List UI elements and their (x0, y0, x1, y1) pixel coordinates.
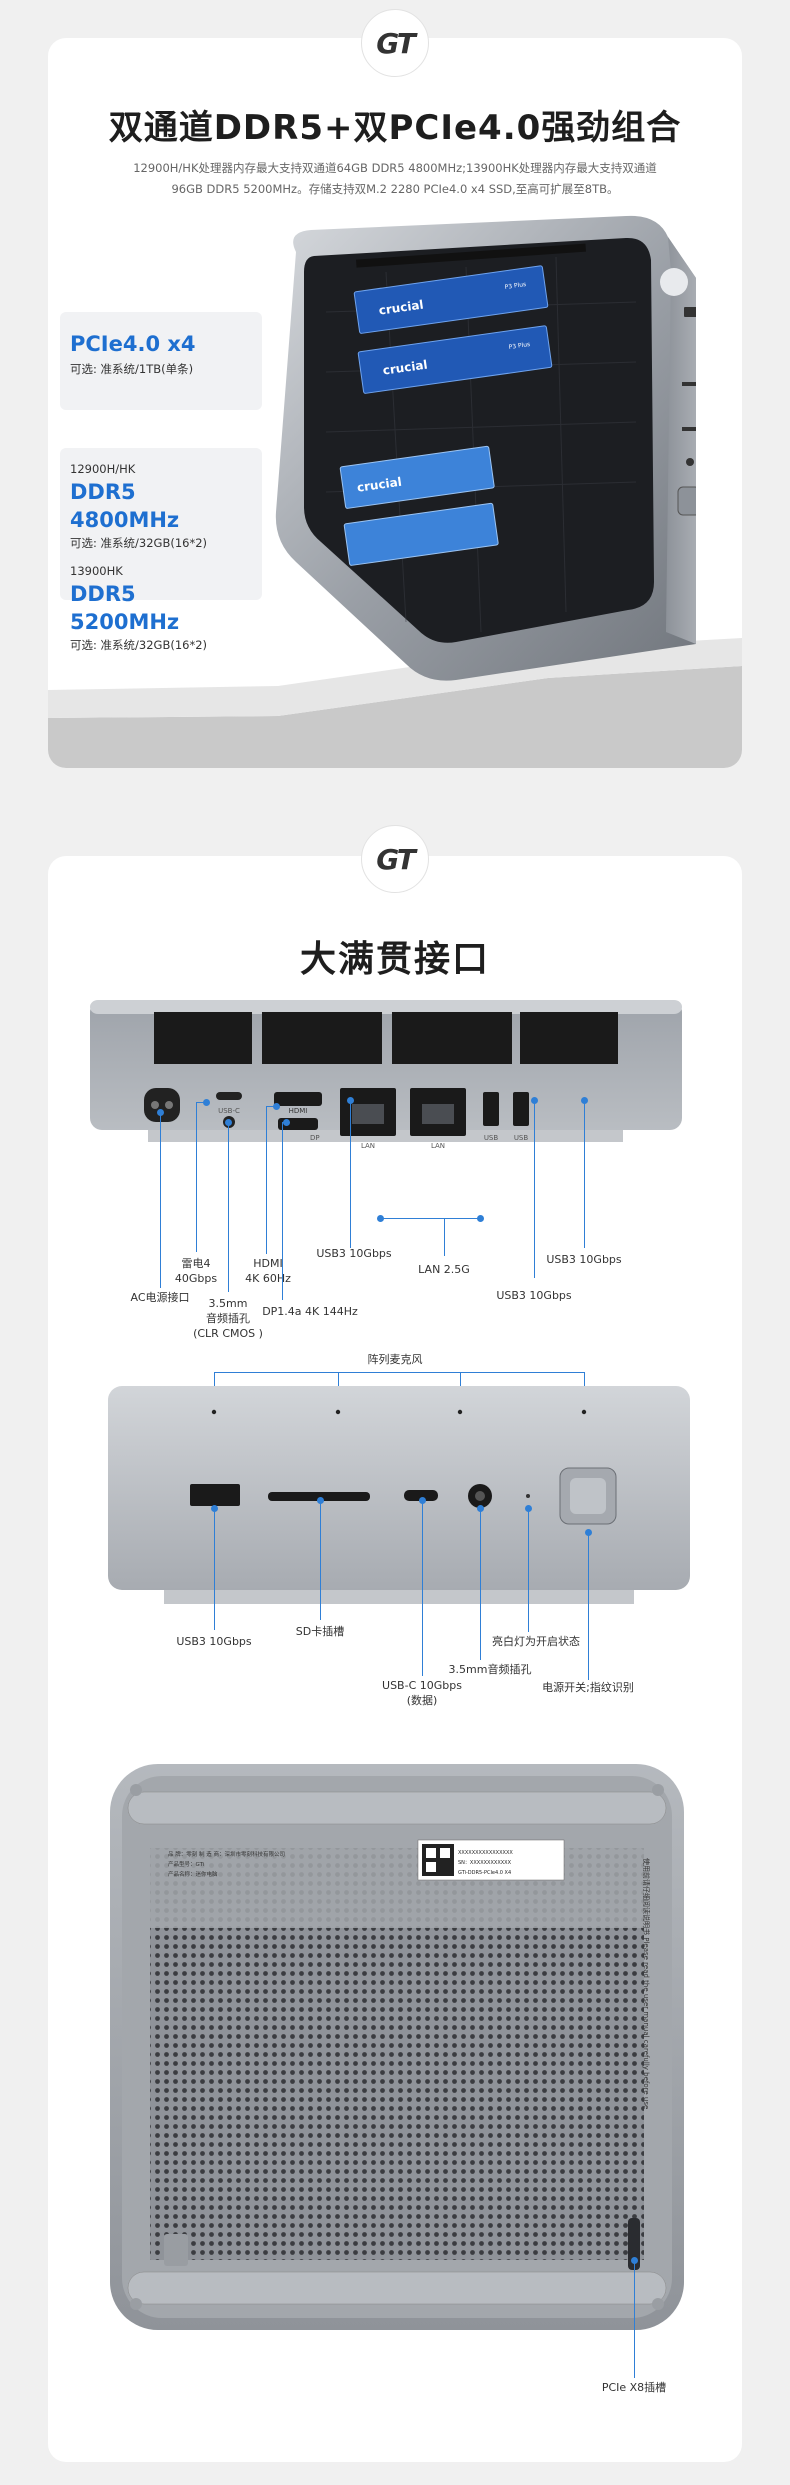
section1-title: 双通道DDR5+双PCIe4.0强劲组合 (108, 108, 682, 148)
rear-hdmi-spec: HDMI 4K 60Hz (245, 1256, 291, 1286)
usbc-line2: (数据) (406, 1694, 438, 1707)
ddr12900-cpu: 12900H/HK (70, 462, 136, 476)
rear-ac-label: AC电源接口 (130, 1291, 190, 1304)
brand-logo-2: GT (361, 825, 429, 893)
ddr12900-option: 可选: 准系统/32GB(16*2) (70, 536, 208, 550)
rear-usb3-b: USB3 10Gbps (546, 1253, 622, 1266)
rear-hdmi-label: HDMI (289, 1107, 308, 1115)
audio-line1: 3.5mm (208, 1297, 248, 1310)
rear-usbc-label: USB-C (218, 1107, 240, 1115)
ddr13900-option: 可选: 准系统/32GB(16*2) (70, 638, 208, 652)
bottom-pcie-label: PCIe X8插槽 (601, 2381, 667, 2394)
rear-audio-label: 3.5mm 音频插孔 (CLR CMOS ) (193, 1296, 263, 1341)
ram1-brand: crucial (356, 475, 403, 495)
ddr13900-cpu: 13900HK (70, 564, 123, 578)
ddr13900-title: DDR5 5200MHz (70, 582, 180, 634)
front-led-label: 亮白灯为开启状态 (492, 1635, 580, 1648)
brand-logo: GT (361, 9, 429, 77)
sticker-line2: SN：XXXXXXXXXXXX (458, 1860, 512, 1866)
ssd1-model: P3 Plus (504, 281, 526, 291)
front-mic-label: 阵列麦克风 (367, 1353, 423, 1366)
pcie-spec-title: PCIe4.0 x4 (70, 332, 196, 356)
ddr12900-title: DDR5 4800MHz (70, 480, 180, 532)
hdmi-line2: 4K 60Hz (245, 1272, 291, 1285)
ssd2-model: P3 Plus (508, 341, 530, 351)
open-minipc-image: crucial P3 Plus crucial P3 Plus crucial (275, 215, 696, 681)
rear-usb3-c: USB3 10Gbps (496, 1289, 572, 1302)
section1-subtitle: 12900H/HK处理器内存最大支持双通道64GB DDR5 4800MHz;1… (105, 158, 685, 200)
rear-usb1-label: USB (484, 1134, 499, 1142)
sticker-line3: GTi-DDR5-PCIe4.0 X4 (458, 1870, 511, 1876)
rear-dp-label: DP (310, 1134, 320, 1142)
rear-tb4-label: 雷电4 40Gbps (175, 1256, 217, 1286)
rear-usb2-label: USB (514, 1134, 529, 1142)
front-usb3-label: USB3 10Gbps (176, 1635, 252, 1648)
bottom-side-text: 使用前请仔细阅读说明书 Please read the user manual … (642, 1858, 651, 2109)
front-sd-label: SD卡插槽 (295, 1625, 345, 1638)
front-view-image (108, 1386, 690, 1604)
bottom-info-1: 品 牌：零刻 制 造 商：深圳市零刻科技有限公司 (168, 1850, 285, 1858)
section2-title: 大满贯接口 (299, 939, 490, 980)
hdmi-line1: HDMI (253, 1257, 283, 1270)
rear-usb3-a: USB3 10Gbps (316, 1247, 392, 1260)
ssd1-brand: crucial (378, 298, 425, 318)
tb4-line2: 40Gbps (174, 1272, 218, 1285)
front-audio-label: 3.5mm音频插孔 (448, 1663, 532, 1676)
ssd2-brand: crucial (382, 358, 429, 378)
rear-lan1-label: LAN (361, 1142, 375, 1150)
rear-lan-spec: LAN 2.5G (418, 1263, 470, 1276)
bottom-info-3: 产品名称：迷你电脑 (168, 1870, 218, 1878)
pcie-spec-box: PCIe4.0 x4 可选: 准系统/1TB(单条) (60, 312, 262, 410)
rear-lan2-label: LAN (431, 1142, 445, 1150)
front-usbc-label: USB-C 10Gbps (数据) (382, 1678, 462, 1708)
audio-line2: 音频插孔 (206, 1312, 250, 1325)
tb4-line1: 雷电4 (181, 1257, 211, 1270)
subtitle-line-2: 96GB DDR5 5200MHz。存储支持双M.2 2280 PCIe4.0 … (171, 182, 619, 196)
audio-line3: (CLR CMOS ) (193, 1327, 263, 1340)
sticker-line1: XXXXXXXXXXXXXXXX (458, 1850, 513, 1856)
ddr-spec-box: 12900H/HK DDR5 4800MHz 可选: 准系统/32GB(16*2… (60, 448, 262, 652)
rear-view-image: USB-C HDMI DP LAN LAN USB USB (90, 1000, 682, 1150)
pcie-spec-option: 可选: 准系统/1TB(单条) (70, 362, 194, 376)
subtitle-line-1: 12900H/HK处理器内存最大支持双通道64GB DDR5 4800MHz;1… (133, 161, 657, 175)
rear-dp-spec: DP1.4a 4K 144Hz (262, 1305, 358, 1318)
usbc-line1: USB-C 10Gbps (382, 1679, 462, 1692)
bottom-info-2: 产品型号：GTi (168, 1860, 205, 1868)
bottom-view-image: XXXXXXXXXXXXXXXX SN：XXXXXXXXXXXX GTi-DDR… (110, 1764, 684, 2330)
front-power-label: 电源开关;指纹识别 (542, 1681, 634, 1694)
